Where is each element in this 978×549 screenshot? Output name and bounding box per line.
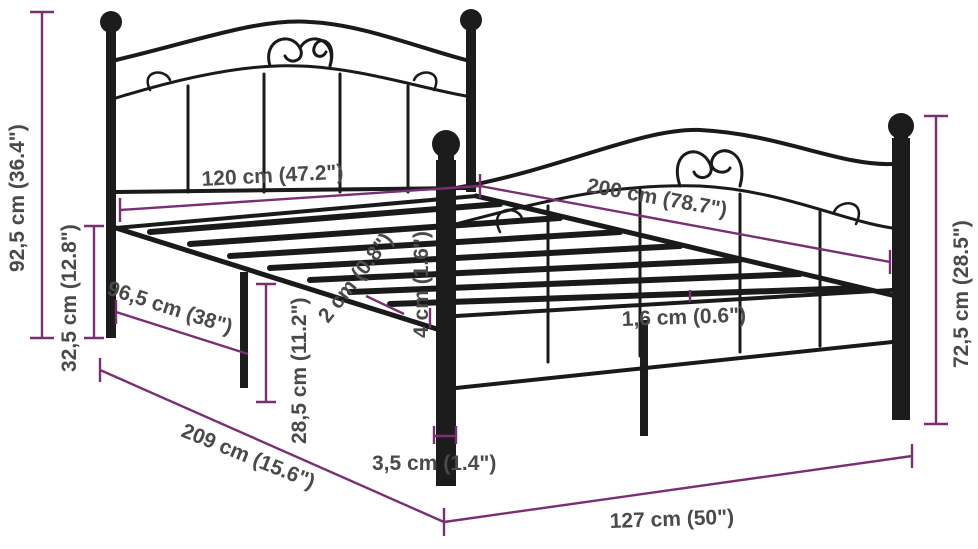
headboard-right-post bbox=[466, 32, 476, 192]
footboard-right-finial bbox=[888, 113, 914, 139]
footboard bbox=[432, 113, 914, 486]
right-side-rail bbox=[473, 193, 899, 299]
side-rails bbox=[113, 193, 899, 436]
left-side-rail bbox=[113, 225, 443, 333]
footboard-left-post bbox=[436, 160, 456, 486]
headboard-clearance-label: 32,5 cm (12.8") bbox=[58, 224, 81, 372]
under-bed-clearance-label: 28,5 cm (11.2") bbox=[288, 297, 311, 444]
inner-width-label: 120 cm (47.2") bbox=[201, 161, 344, 191]
bed-frame-illustration bbox=[100, 9, 914, 486]
headboard-left-post bbox=[106, 36, 116, 338]
footboard-right-post bbox=[892, 138, 910, 420]
dimension-lines bbox=[30, 10, 948, 536]
inner-length-label: 200 cm (78.7") bbox=[585, 174, 729, 221]
side-rail-height-label: 4 cm (1.6") bbox=[410, 231, 433, 338]
dimension-labels: 92,5 cm (36.4") 32,5 cm (12.8") 120 cm (… bbox=[6, 124, 973, 533]
overall-width-label: 127 cm (50") bbox=[609, 506, 734, 533]
headboard-right-finial bbox=[460, 9, 482, 31]
footboard-left-finial bbox=[432, 130, 460, 158]
headboard-left-finial bbox=[100, 11, 122, 33]
slats bbox=[147, 201, 863, 307]
overall-height-label: 92,5 cm (36.4") bbox=[6, 124, 29, 272]
headboard bbox=[100, 9, 482, 338]
footboard-height-label: 72,5 cm (28.5") bbox=[950, 220, 973, 368]
leg-width-label: 3,5 cm (1.4") bbox=[372, 452, 496, 475]
center-leg bbox=[240, 272, 248, 388]
slat-thickness-label: 1,6 cm (0.6") bbox=[621, 304, 746, 331]
center-leg-right bbox=[640, 320, 648, 436]
